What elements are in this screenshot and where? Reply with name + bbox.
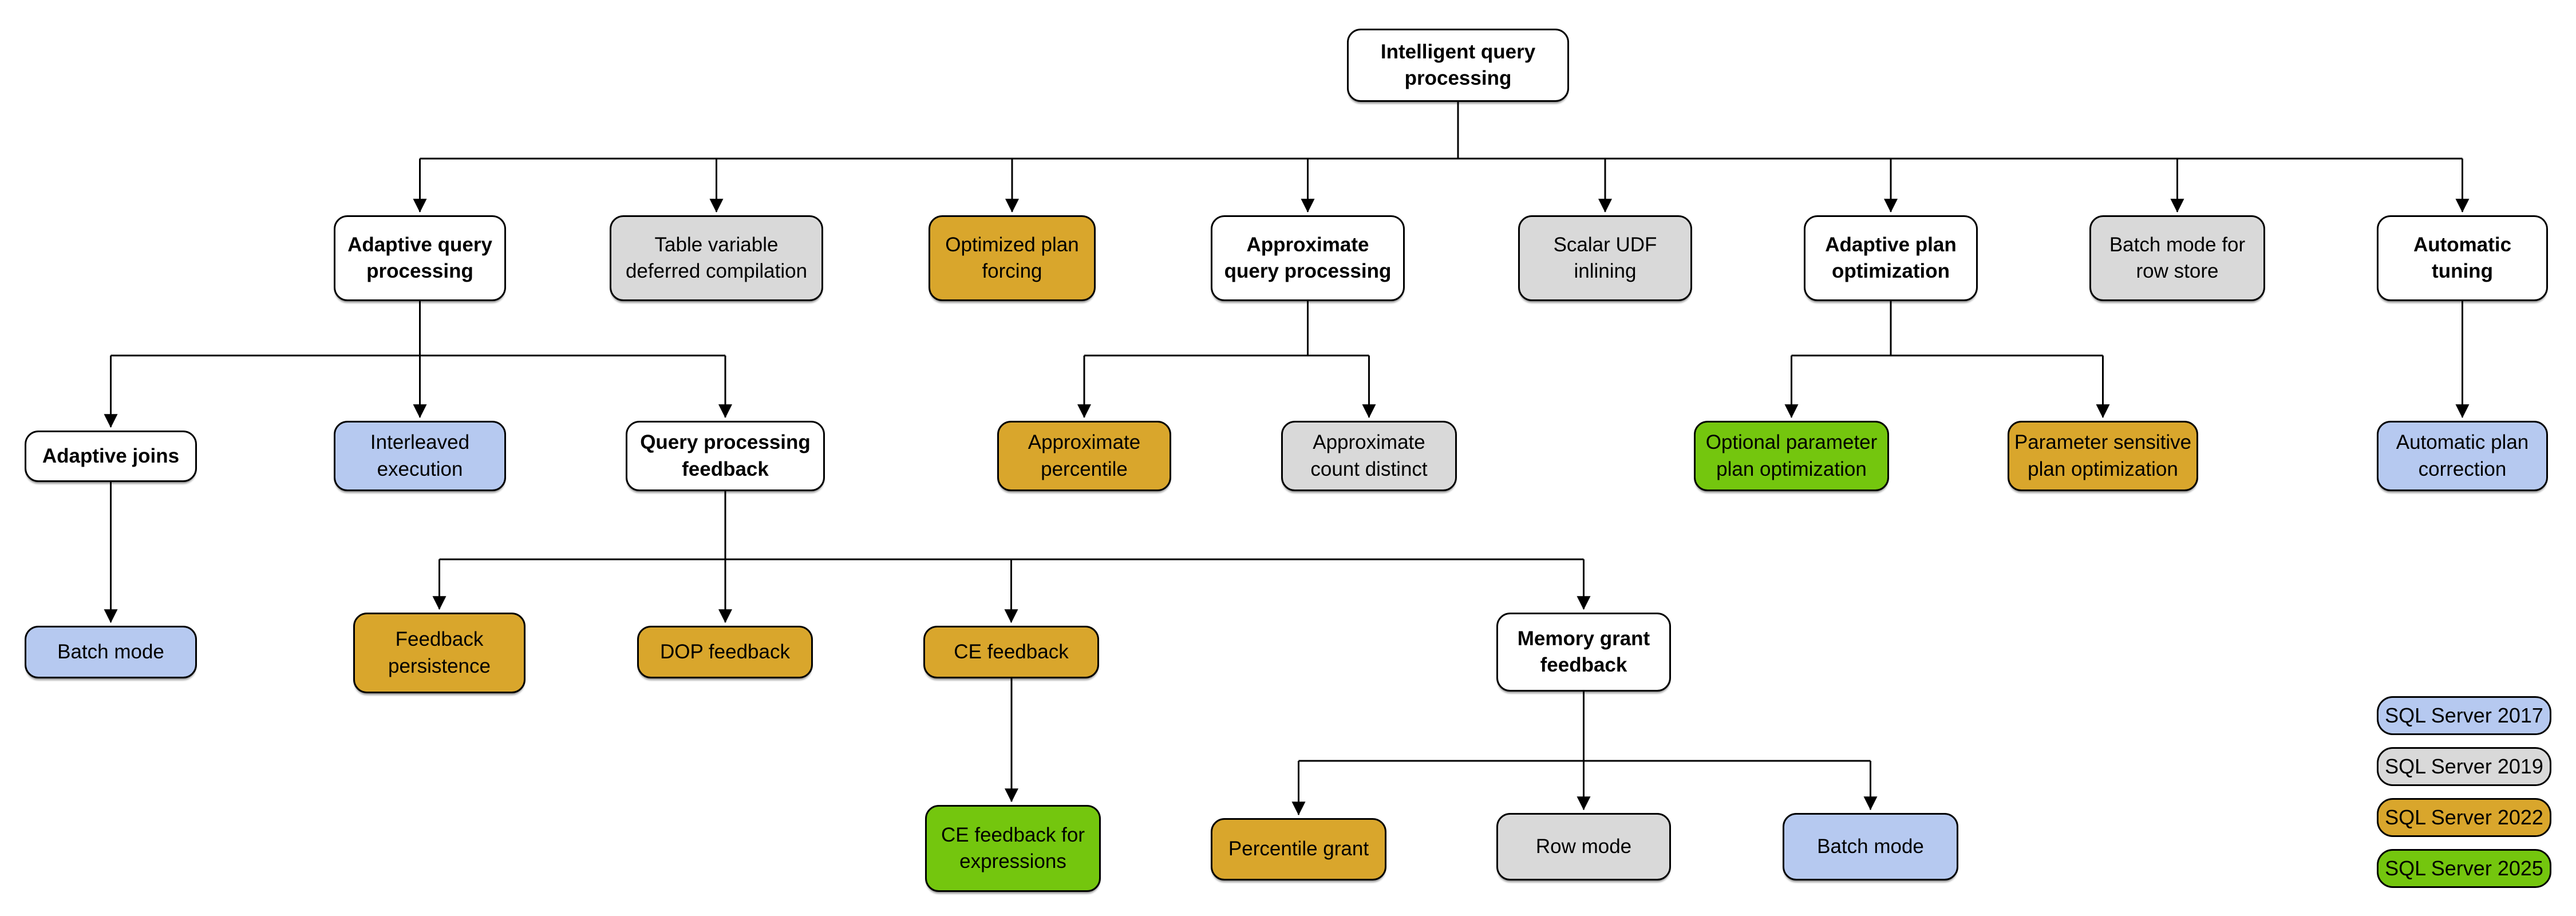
node-automatic-plan-correction: Automatic plan correction xyxy=(2377,421,2548,491)
node-intelligent-query-processing: Intelligent query processing xyxy=(1347,29,1569,102)
node-label: Interleaved execution xyxy=(370,431,470,480)
node-label: Row mode xyxy=(1535,835,1632,858)
legend-label: SQL Server 2025 xyxy=(2385,856,2543,880)
node-label: Parameter sensitive plan optimization xyxy=(2014,431,2192,480)
node-interleaved-execution: Interleaved execution xyxy=(334,421,506,491)
legend-label: SQL Server 2017 xyxy=(2385,704,2543,727)
node-label: Batch mode xyxy=(57,640,164,663)
node-label: Query processing feedback xyxy=(640,431,811,480)
node-label: Adaptive query processing xyxy=(347,233,492,282)
node-parameter-sensitive-plan-optimization: Parameter sensitive plan optimization xyxy=(2008,421,2198,491)
node-label: Adaptive plan optimization xyxy=(1825,233,1957,282)
node-label: Optional parameter plan optimization xyxy=(1705,431,1878,480)
node-label: Feedback persistence xyxy=(388,628,491,677)
legend-label: SQL Server 2019 xyxy=(2385,755,2543,778)
node-table-variable-deferred-compilation: Table variable deferred compilation xyxy=(610,215,823,301)
legend-sql-server-2025: SQL Server 2025 xyxy=(2377,849,2551,888)
node-label: Optimized plan forcing xyxy=(945,233,1079,282)
node-label: Batch mode for row store xyxy=(2109,233,2246,282)
node-memory-grant-feedback: Memory grant feedback xyxy=(1496,613,1671,692)
node-label: Percentile grant xyxy=(1228,838,1369,860)
node-label: CE feedback for expressions xyxy=(941,823,1085,872)
node-optional-parameter-plan-optimization: Optional parameter plan optimization xyxy=(1694,421,1889,491)
node-label: DOP feedback xyxy=(660,640,790,663)
node-batch-mode-for-row-store: Batch mode for row store xyxy=(2089,215,2265,301)
node-label: Automatic plan correction xyxy=(2396,431,2529,480)
node-label: Batch mode xyxy=(1817,835,1924,858)
node-adaptive-plan-optimization: Adaptive plan optimization xyxy=(1804,215,1978,301)
node-label: Adaptive joins xyxy=(42,444,180,467)
node-label: Automatic tuning xyxy=(2413,233,2512,282)
node-dop-feedback: DOP feedback xyxy=(637,626,813,678)
node-label: CE feedback xyxy=(954,640,1069,663)
node-approximate-query-processing: Approximate query processing xyxy=(1211,215,1405,301)
node-label: Approximate query processing xyxy=(1224,233,1392,282)
connector-arrows xyxy=(104,159,2470,816)
node-feedback-persistence: Feedback persistence xyxy=(353,613,526,693)
node-adaptive-query-processing: Adaptive query processing xyxy=(334,215,506,301)
node-ce-feedback-for-expressions: CE feedback for expressions xyxy=(925,805,1101,892)
node-label: Intelligent query processing xyxy=(1380,40,1536,89)
legend-sql-server-2019: SQL Server 2019 xyxy=(2377,747,2551,786)
node-label: Approximate count distinct xyxy=(1310,431,1428,480)
node-row-mode: Row mode xyxy=(1496,813,1671,881)
node-batch-mode-memory-grant: Batch mode xyxy=(1783,813,1958,881)
node-percentile-grant: Percentile grant xyxy=(1211,818,1386,881)
node-query-processing-feedback: Query processing feedback xyxy=(626,421,825,491)
node-ce-feedback: CE feedback xyxy=(923,626,1099,678)
legend-label: SQL Server 2022 xyxy=(2385,806,2543,829)
node-label: Memory grant feedback xyxy=(1517,627,1650,676)
node-batch-mode-adaptive-joins: Batch mode xyxy=(25,626,197,678)
node-adaptive-joins: Adaptive joins xyxy=(25,431,197,482)
node-label: Table variable deferred compilation xyxy=(625,233,808,282)
node-optimized-plan-forcing: Optimized plan forcing xyxy=(929,215,1096,301)
node-approximate-count-distinct: Approximate count distinct xyxy=(1281,421,1457,491)
legend-sql-server-2022: SQL Server 2022 xyxy=(2377,798,2551,837)
legend-sql-server-2017: SQL Server 2017 xyxy=(2377,696,2551,735)
node-approximate-percentile: Approximate percentile xyxy=(997,421,1171,491)
node-scalar-udf-inlining: Scalar UDF inlining xyxy=(1518,215,1692,301)
node-automatic-tuning: Automatic tuning xyxy=(2377,215,2548,301)
node-label: Scalar UDF inlining xyxy=(1553,233,1657,282)
node-label: Approximate percentile xyxy=(1028,431,1141,480)
